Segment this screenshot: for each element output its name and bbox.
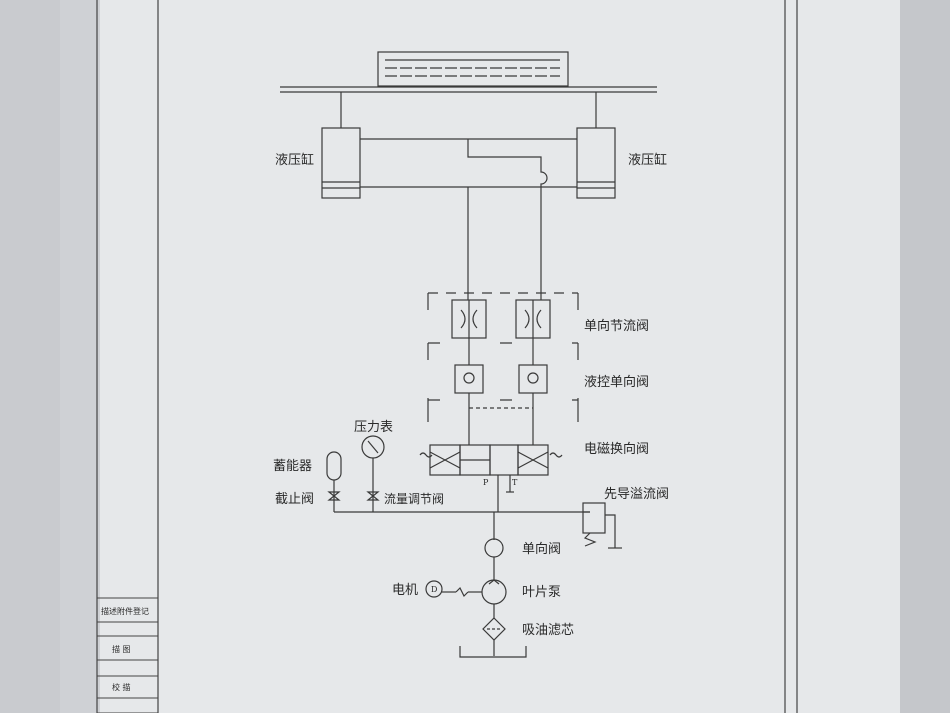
label-cylinder-left: 液压缸 xyxy=(275,152,314,168)
label-solenoid-valve: 电磁换向阀 xyxy=(584,441,649,457)
label-motor: 电机 xyxy=(392,583,418,598)
label-throttle-valve: 单向节流阀 xyxy=(584,318,649,334)
binding-strip xyxy=(60,0,100,713)
label-pressure-gauge: 压力表 xyxy=(354,420,393,435)
right-edge-shadow xyxy=(900,0,950,713)
left-edge-shadow xyxy=(0,0,60,713)
paper xyxy=(100,0,900,713)
label-filter: 吸油滤芯 xyxy=(522,623,574,638)
title-block-row1: 描述附件登记 xyxy=(101,606,149,616)
port-p-label: P xyxy=(483,478,489,487)
label-flow-valve: 流量调节阀 xyxy=(384,492,444,506)
title-block: 描述附件登记 描 图 校 描 xyxy=(96,597,159,713)
label-accumulator: 蓄能器 xyxy=(273,459,312,474)
label-check-valve: 单向阀 xyxy=(522,541,561,557)
label-stop-valve: 截止阀 xyxy=(275,492,314,507)
label-pilot-check-valve: 液控单向阀 xyxy=(584,374,649,390)
label-cylinder-right: 液压缸 xyxy=(628,152,667,168)
label-relief-valve: 先导溢流阀 xyxy=(604,487,669,502)
title-block-row3: 校 描 xyxy=(112,682,131,692)
motor-symbol: D xyxy=(431,585,437,594)
labels: 液压缸 液压缸 单向节流阀 液控单向阀 电磁换向阀 压力表 蓄能器 截止阀 流量… xyxy=(273,152,669,638)
schematic-lines xyxy=(280,51,657,658)
port-t-label: T xyxy=(512,478,518,487)
label-pump: 叶片泵 xyxy=(522,585,561,600)
title-block-row2: 描 图 xyxy=(112,644,131,654)
border-lines xyxy=(96,0,798,713)
